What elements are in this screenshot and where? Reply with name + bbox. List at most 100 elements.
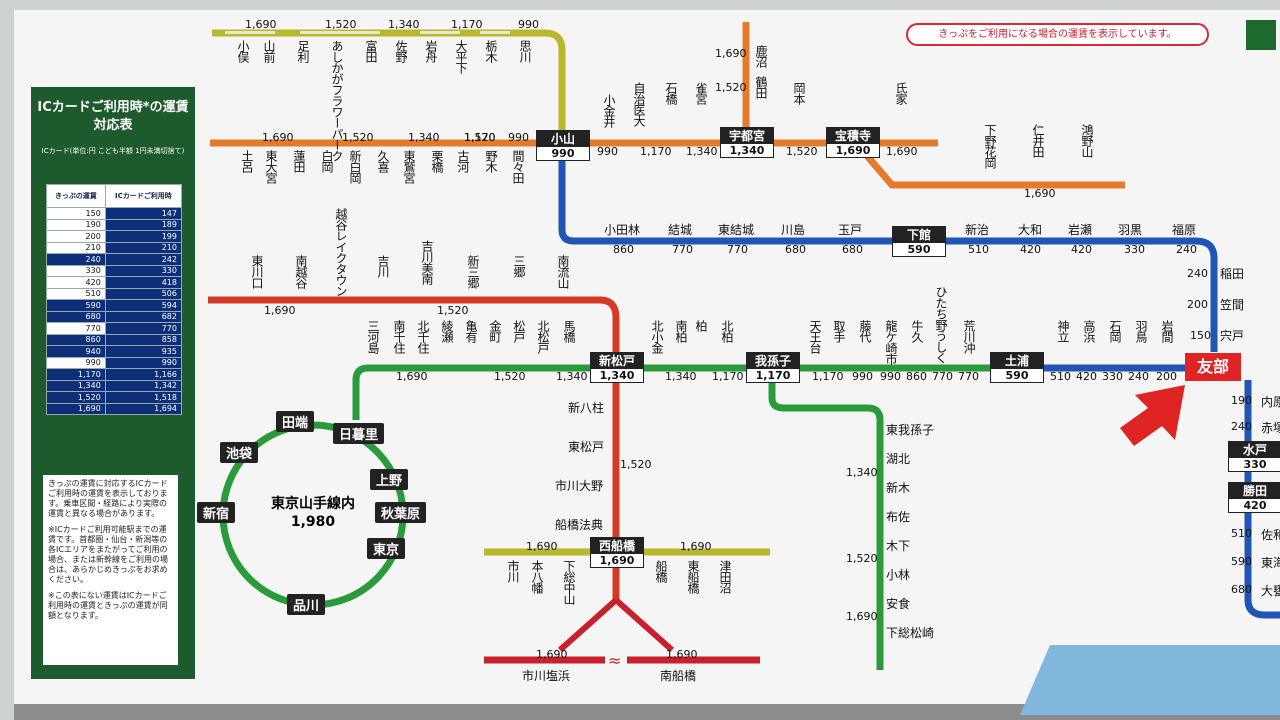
fare-label: 240 bbox=[1187, 267, 1208, 280]
fare-label: 150 bbox=[1190, 329, 1211, 342]
fare-label: 1,340 bbox=[846, 466, 878, 479]
station-name: 小林 bbox=[886, 568, 911, 582]
station-name: 岡本 bbox=[792, 82, 806, 104]
station-name: 湖北 bbox=[886, 452, 911, 466]
yamanote-station: 田端 bbox=[276, 411, 315, 432]
station-name: 新三郷 bbox=[466, 255, 480, 288]
fare-label: 860 bbox=[613, 243, 634, 256]
fare-label: 1,520 bbox=[786, 145, 818, 158]
yamanote-station: 日暮里 bbox=[333, 423, 385, 444]
station-name: 東船橋 bbox=[686, 560, 700, 593]
fare-ticket: 680 bbox=[46, 310, 106, 323]
fare-label: 770 bbox=[958, 370, 979, 383]
station-name: 布佐 bbox=[886, 510, 911, 524]
station-name: 鶴田 bbox=[754, 76, 768, 98]
station-name: 綾瀬 bbox=[440, 320, 454, 342]
station-name: 新白岡 bbox=[348, 150, 362, 183]
station-name: 石岡 bbox=[1108, 320, 1122, 342]
fare-ticket: 190 bbox=[46, 218, 106, 231]
station-name: 吉川美南 bbox=[420, 240, 434, 284]
fare-ic: 242 bbox=[104, 253, 183, 266]
boxed-station-name: 宇都宮 bbox=[721, 128, 773, 144]
fare-ic: 147 bbox=[104, 207, 183, 220]
col-ic: ICカードご利用時 bbox=[104, 184, 183, 208]
boxed-station-fare: 1,170 bbox=[755, 369, 791, 382]
station-name: 天王台 bbox=[808, 320, 822, 353]
boxed-station-fare: 590 bbox=[1005, 369, 1029, 382]
fare-ticket: 860 bbox=[46, 333, 106, 346]
fare-label: 240 bbox=[1176, 243, 1197, 256]
notice-text: きっぷをご利用になる場合の運賃を表示しています。 bbox=[938, 29, 1177, 40]
fare-ticket: 990 bbox=[46, 356, 106, 369]
station-name: 自治医大 bbox=[632, 82, 646, 126]
fare-label: 1,170 bbox=[464, 131, 496, 144]
fare-ic: 594 bbox=[104, 299, 183, 312]
station-name: 羽鳥 bbox=[1134, 320, 1148, 342]
station-name: 南船橋 bbox=[660, 669, 697, 683]
boxed-station-name: 土浦 bbox=[991, 353, 1043, 369]
fare-ticket: 420 bbox=[46, 276, 106, 289]
station-name: 取手 bbox=[832, 320, 846, 342]
fare-label: 1,340 bbox=[388, 18, 420, 31]
station-name: 岩舟 bbox=[424, 40, 438, 62]
station-name: 東結城 bbox=[718, 223, 755, 237]
station-name: 栗橋 bbox=[430, 150, 444, 172]
station-name: 馬橋 bbox=[562, 320, 576, 342]
station-name: 東我孫子 bbox=[886, 423, 935, 437]
station-name: 栃木 bbox=[484, 40, 498, 62]
fare-label: 1,520 bbox=[437, 304, 469, 317]
station-name: 稲田 bbox=[1220, 267, 1245, 281]
fare-label: 190 bbox=[1231, 394, 1252, 407]
station-name: 古河 bbox=[456, 150, 470, 172]
ic-fare-panel: ICカードご利用時*の運賃対応表 ICカード(単位:円 こども半額 1円未満切捨… bbox=[31, 87, 195, 679]
fare-label: 1,690 bbox=[245, 18, 277, 31]
fare-ticket: 240 bbox=[46, 253, 106, 266]
fare-label: 1,690 bbox=[666, 648, 698, 661]
fare-ticket: 590 bbox=[46, 299, 106, 312]
fare-label: 680 bbox=[842, 243, 863, 256]
fare-label: 1,340 bbox=[686, 145, 718, 158]
fare-label: 200 bbox=[1187, 298, 1208, 311]
fare-label: 510 bbox=[968, 243, 989, 256]
station-name: 本八幡 bbox=[530, 560, 544, 593]
fare-ic: 770 bbox=[104, 322, 183, 335]
fare-ticket: 1,170 bbox=[46, 368, 106, 381]
note-2: ※ICカードご利用可能駅までの運賃です。首都圏・仙台・新潟等の各ICエリアをまた… bbox=[48, 525, 168, 584]
station-name: 赤塚 bbox=[1261, 421, 1280, 435]
station-name: 三河島 bbox=[366, 320, 380, 353]
fare-label: 1,340 bbox=[665, 370, 697, 383]
fare-label: 1,340 bbox=[556, 370, 588, 383]
fare-ic: 990 bbox=[104, 356, 183, 369]
station-name: 佐和 bbox=[1261, 528, 1280, 542]
sea-area bbox=[1020, 645, 1280, 715]
station-name: 藤代 bbox=[858, 320, 872, 342]
line-mito bbox=[558, 150, 1218, 352]
col-ticket: きっぷの運賃 bbox=[46, 184, 106, 208]
yamanote-fare: 1,980 bbox=[290, 514, 336, 530]
current-location-arrow bbox=[1120, 385, 1185, 446]
station-name: 内原 bbox=[1261, 395, 1280, 409]
corner-mark bbox=[1246, 20, 1276, 50]
fare-label: 240 bbox=[1128, 370, 1149, 383]
fare-label: 1,170 bbox=[812, 370, 844, 383]
fare-ic: 418 bbox=[104, 276, 183, 289]
fare-label: 1,690 bbox=[396, 370, 428, 383]
fare-ic: 189 bbox=[104, 218, 183, 231]
current-station-box: 友部 bbox=[1185, 353, 1241, 381]
fare-label: 330 bbox=[1124, 243, 1145, 256]
station-name: 亀有 bbox=[464, 320, 478, 342]
station-name: 白岡 bbox=[320, 150, 334, 172]
fare-ticket: 1,340 bbox=[46, 379, 106, 392]
station-name: 笠間 bbox=[1220, 298, 1245, 312]
fare-label: 510 bbox=[1231, 527, 1252, 540]
